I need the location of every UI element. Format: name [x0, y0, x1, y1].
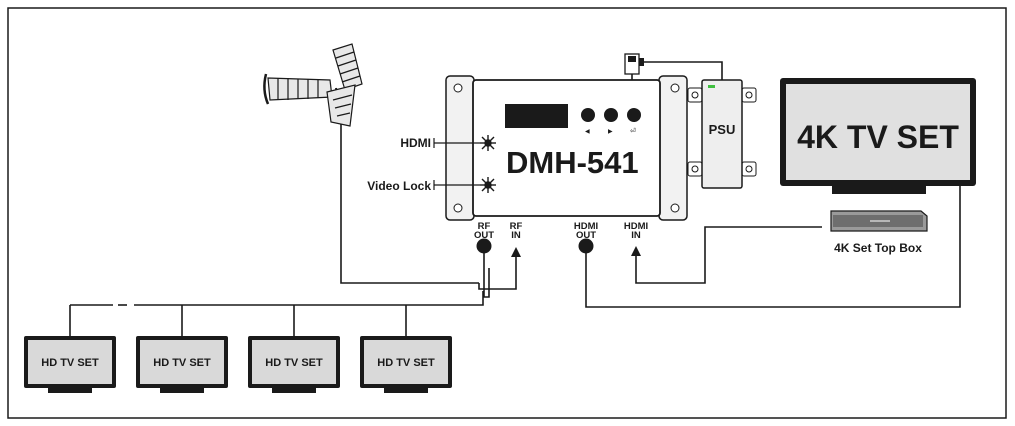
- port-rf-out-label-2: OUT: [474, 230, 494, 241]
- rf-in-arrow: [511, 247, 521, 257]
- hdmi-led-icon: [480, 135, 496, 151]
- tv-4k-screen: [786, 84, 970, 180]
- tv-4k: 4K TV SET: [780, 78, 976, 194]
- tv-4k-stand: [832, 186, 926, 194]
- antenna-icon: [263, 43, 363, 127]
- set-top-box-label: 4K Set Top Box: [834, 241, 922, 255]
- hdmi-in-arrow: [631, 246, 641, 256]
- device-unit: ◀ ▶ ⏎ DMH-541: [445, 75, 688, 221]
- tv-4k-label: 4K TV SET: [797, 119, 959, 155]
- video-lock-indicator-label: Video Lock: [367, 179, 431, 193]
- rf-out-connector: [476, 238, 492, 254]
- port-hdmi-out-label-1: HDMI: [574, 221, 598, 232]
- psu-led: [708, 85, 715, 88]
- hd-tv-1: HD TV SET: [24, 336, 116, 393]
- hd-tv-3: HD TV SET: [248, 336, 340, 393]
- button-enter: [627, 108, 641, 122]
- device-model: DMH-541: [506, 145, 639, 180]
- device-display: [505, 104, 568, 128]
- hdmi-out-connector: [578, 238, 594, 254]
- hd-distribution-bus: [70, 291, 484, 306]
- rf-in-cable: [478, 255, 517, 290]
- hdmi-out-cable: [585, 186, 961, 308]
- antenna-cable: [340, 122, 479, 284]
- button-left: [581, 108, 595, 122]
- psu-unit: PSU: [624, 53, 757, 189]
- psu-label: PSU: [709, 122, 736, 137]
- hd-tv-4: HD TV SET: [360, 336, 452, 393]
- mount-bracket-left: [445, 75, 475, 221]
- port-rf-out-label-1: RF: [478, 221, 491, 232]
- psu-body: [701, 79, 743, 189]
- port-rf-in-label-2: IN: [511, 230, 521, 241]
- hd-tv-3-label: HD TV SET: [265, 357, 323, 369]
- port-hdmi-in-label-1: HDMI: [624, 221, 648, 232]
- video-lock-led-icon: [480, 177, 496, 193]
- button-enter-glyph: ⏎: [630, 127, 636, 135]
- mount-bracket-right: [658, 75, 688, 221]
- hd-tv-2-label: HD TV SET: [153, 357, 211, 369]
- port-hdmi-out-label-2: OUT: [576, 230, 596, 241]
- hd-tv-1-label: HD TV SET: [41, 357, 99, 369]
- hdmi-indicator-label: HDMI: [400, 136, 431, 150]
- port-rf-in-label-1: RF: [510, 221, 523, 232]
- hd-tv-4-label: HD TV SET: [377, 357, 435, 369]
- psu-power-cable: [642, 61, 723, 80]
- hd-tv-2: HD TV SET: [136, 336, 228, 393]
- button-left-glyph: ◀: [585, 129, 590, 135]
- set-top-box: 4K Set Top Box: [830, 210, 928, 255]
- hdmi-in-cable: [635, 226, 822, 284]
- port-hdmi-in-label-2: IN: [631, 230, 641, 241]
- button-right-glyph: ▶: [608, 129, 613, 135]
- button-right: [604, 108, 618, 122]
- rf-out-cable: [483, 253, 490, 298]
